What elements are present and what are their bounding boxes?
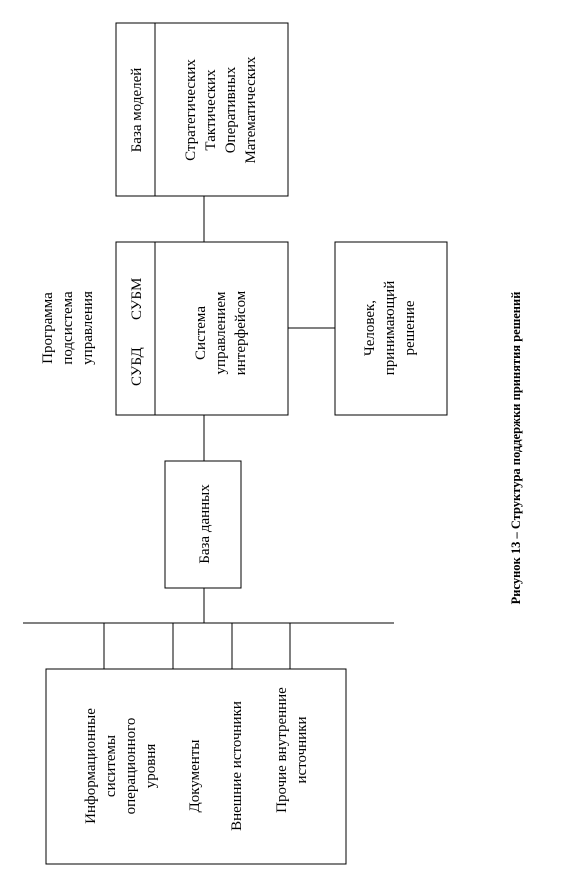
source-item-external: Внешние источники	[229, 701, 245, 831]
svg-text:подсистема: подсистема	[60, 291, 76, 365]
decision-maker-block: Человек, принимающий решение	[334, 241, 448, 416]
interface-label-line: управлением	[213, 291, 229, 374]
svg-text:операционного: операционного	[123, 718, 139, 815]
interface-label-line: интерфейсом	[233, 290, 249, 375]
mbms-label: СУБМ	[129, 278, 145, 320]
models-base-block: База моделей Стратегических Тактических …	[115, 22, 289, 197]
database-box	[164, 460, 242, 589]
control-program-box	[115, 241, 289, 416]
svg-text:управления: управления	[80, 291, 96, 365]
decision-maker-label-line: Человек,	[362, 300, 378, 356]
svg-text:Программа: Программа	[40, 292, 56, 364]
svg-text:уровня: уровня	[143, 744, 159, 789]
source-item-information-systems: Информационные сиситемы операционного ур…	[83, 708, 159, 824]
decision-maker-box	[334, 241, 448, 416]
database-block: База данных	[164, 460, 242, 589]
models-base-item: Стратегических	[183, 59, 199, 161]
svg-text:Прочие внутренние: Прочие внутренние	[274, 687, 290, 813]
svg-text:источники: источники	[294, 716, 310, 783]
database-label: База данных	[197, 484, 213, 564]
figure-caption: Рисунок 13 – Структура поддержки приняти…	[509, 292, 523, 605]
models-base-item: Математических	[243, 56, 259, 164]
sources-box	[45, 668, 347, 865]
svg-text:Информационные: Информационные	[83, 708, 99, 824]
source-item-other-internal: Прочие внутренние источники	[274, 687, 310, 813]
models-base-title: База моделей	[129, 68, 145, 153]
models-base-item: Тактических	[203, 69, 219, 151]
control-program-block: СУБД СУБМ Система управлением интерфейсо…	[115, 241, 289, 416]
svg-text:сиситемы: сиситемы	[103, 735, 119, 797]
control-program-label: Программа подсистема управления	[40, 291, 96, 365]
sources-block: Информационные сиситемы операционного ур…	[45, 668, 347, 865]
source-item-documents: Документы	[187, 740, 203, 813]
interface-label-line: Система	[193, 306, 209, 360]
dbms-label: СУБД	[129, 347, 145, 386]
models-base-item: Оперативных	[223, 66, 239, 153]
decision-maker-label-line: принимающий	[382, 281, 398, 375]
models-base-box	[115, 22, 289, 197]
decision-maker-label-line: решение	[402, 300, 418, 355]
